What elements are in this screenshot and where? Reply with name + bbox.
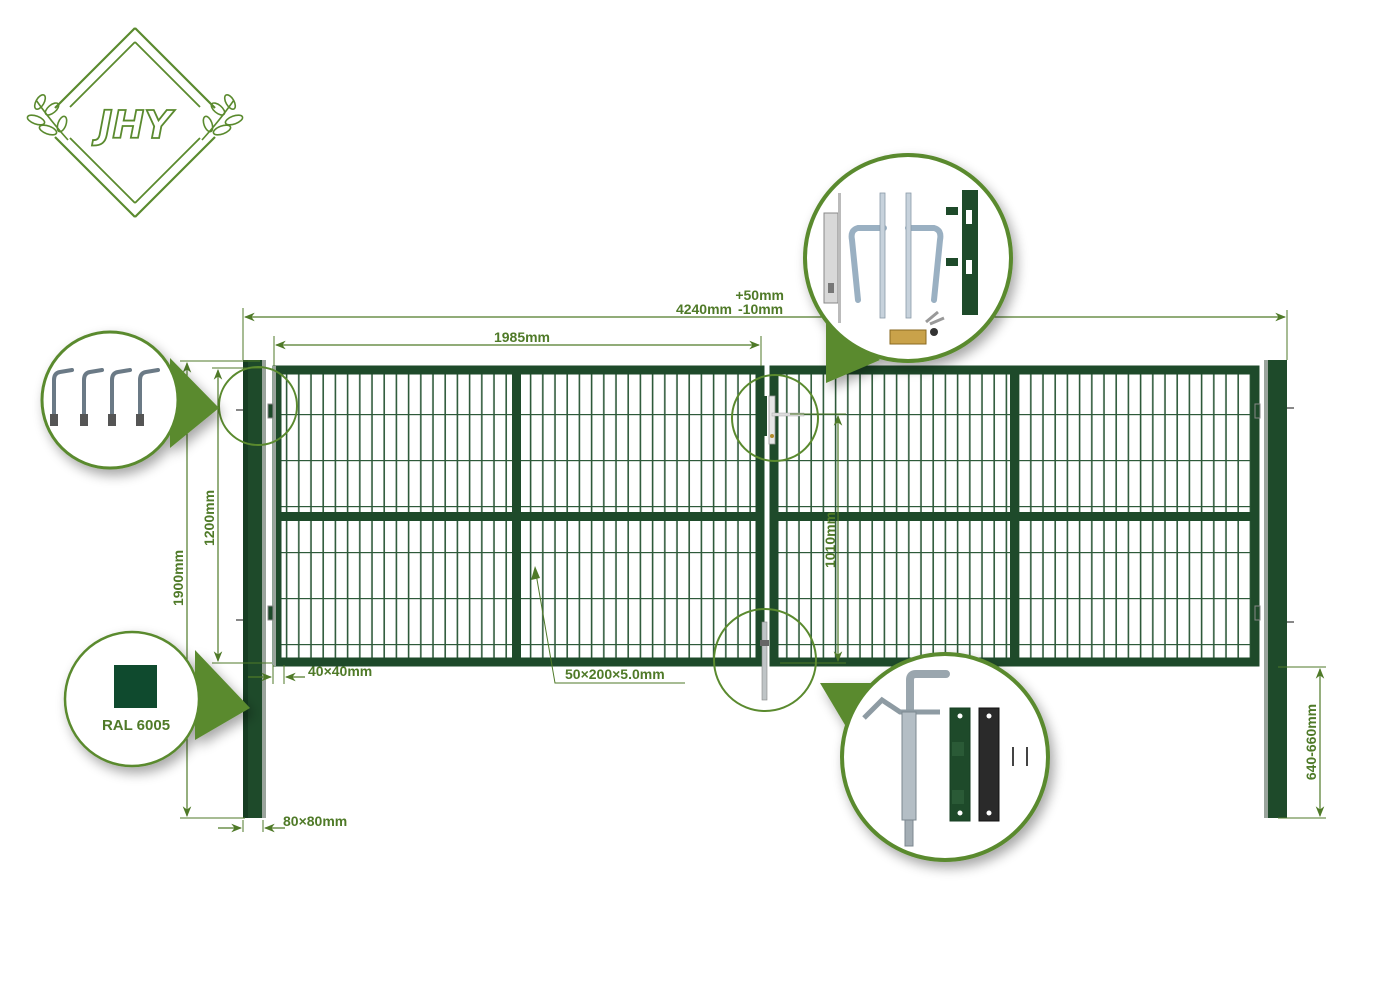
handle-height-label: 1010mm [822,512,838,568]
overall-width-label: 4240mm [676,301,732,317]
hinge-bolt-icon [50,368,74,426]
ral-color-swatch [114,665,157,708]
strike-plate-icon [946,190,978,315]
ral-color-label: RAL 6005 [102,717,170,734]
bracket-plate-black-icon [978,707,1000,822]
tolerance-minus-label: -10mm [738,301,783,317]
dimension-leaf-width: 1985mm [273,329,762,366]
drop-bolt-icon [862,670,950,847]
color-callout [63,630,250,768]
drop-bolt-on-gate [760,621,769,701]
bracket-plate-green-icon [949,707,971,822]
drop-bolt-detail-marker [713,608,817,712]
post-height-label: 1900mm [170,550,186,606]
dimension-mesh-spec: 50×200×5.0mm [531,566,685,684]
dimension-overall-width: +50mm 4240mm -10mm [242,287,1288,360]
dimension-post-height: 1900mm [170,360,260,819]
drop-bolt-set-icons [862,670,1028,847]
left-gate-leaf [267,365,765,667]
lock-cylinder-with-keys-icon [889,310,945,345]
frame-profile-label: 40×40mm [308,663,372,679]
company-logo: JHY [26,27,244,218]
leaf-width-label: 1985mm [494,329,550,345]
hinge-bolt-icons [50,368,160,426]
laurel-left-icon [26,93,69,141]
logo-text: JHY [91,103,175,147]
hinge-bolt-icon [108,368,132,426]
screws-icon [1012,747,1028,766]
mesh-spec-label: 50×200×5.0mm [565,666,665,682]
post-embed-label: 640-660mm [1303,704,1319,780]
dimension-post-embed: 640-660mm [1278,666,1326,819]
dimension-post-profile: 80×80mm [218,813,347,833]
right-gate-leaf [769,365,1261,667]
hinge-bolt-icon [136,368,160,426]
lock-set-icons [823,190,978,345]
hinge-detail-marker [218,366,298,446]
hinge-bolt-icon [80,368,104,426]
door-handle-pair-icon [848,192,944,319]
dimension-gate-height: 1200mm [201,367,272,664]
gate-height-label: 1200mm [201,490,217,546]
dimension-handle-height: 1010mm [780,413,846,664]
mortise-lock-icon [823,193,841,323]
dimension-frame-profile: 40×40mm [248,663,372,684]
post-profile-label: 80×80mm [283,813,347,829]
laurel-right-icon [201,93,244,141]
left-post [236,360,266,818]
right-post [1264,360,1294,818]
tolerance-plus-label: +50mm [735,287,784,303]
hinge-bolts-callout [40,330,219,470]
lock-detail-marker [731,374,819,462]
